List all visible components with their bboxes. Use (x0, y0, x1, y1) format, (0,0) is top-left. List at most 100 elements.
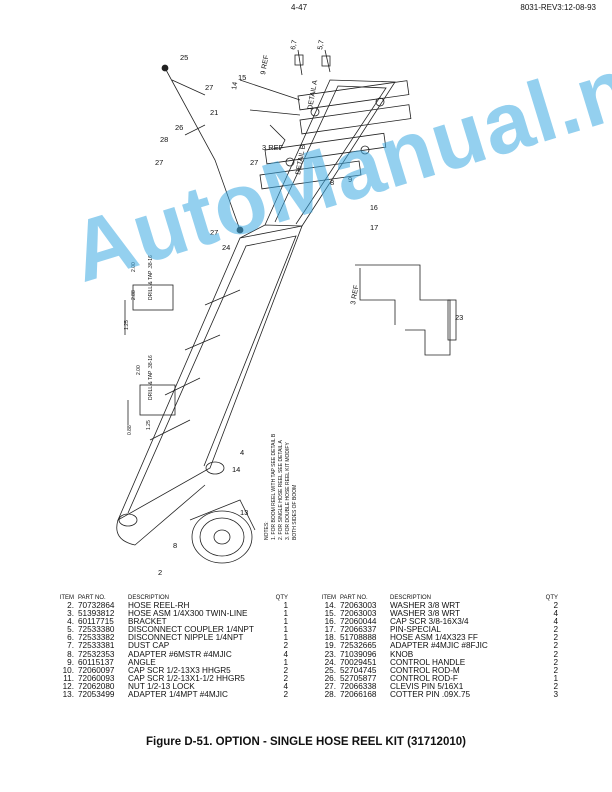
part-description: HOSE REEL-RH (128, 601, 190, 610)
part-description: CONTROL ROD-M (390, 665, 460, 675)
svg-text:1.25: 1.25 (146, 420, 152, 430)
part-number: 72066337 (340, 625, 377, 635)
hose-routing-detail (355, 264, 457, 356)
callout-28: 28 (160, 135, 168, 144)
part-number: 72533380 (78, 625, 115, 635)
callout-27: 27 (205, 83, 213, 92)
item-number: 25. (324, 665, 336, 675)
quantity: 2 (553, 681, 558, 691)
quantity: 2 (283, 665, 288, 675)
callout-15: 17 (370, 223, 378, 232)
part-description: DUST CAP (128, 641, 170, 651)
part-number: 70732864 (78, 601, 115, 610)
callout-17: 21 (210, 108, 218, 117)
parts-list-header: ITEM PART NO. DESCRIPTION QTY (59, 595, 288, 601)
drawing-notes: NOTES: 1. FOR BOOM REEL WITH TAP SEE DET… (124, 255, 298, 540)
ref-3-label: 3 REF (350, 285, 360, 306)
part-number: 60115137 (78, 657, 114, 667)
item-number: 24. (324, 657, 336, 667)
quantity: 1 (283, 609, 288, 619)
part-description: WASHER 3/8 WRT (390, 609, 461, 619)
ref-16-label: 16 (370, 205, 378, 212)
part-description: CLEVIS PIN 5/16X1 (390, 681, 464, 691)
part-description: KNOB (390, 649, 414, 659)
ref-14-label: 14 (231, 81, 239, 90)
item-number: 7. (67, 641, 74, 651)
part-number: 72066338 (340, 681, 377, 691)
item-number: 2. (67, 601, 74, 610)
part-number: 52704745 (340, 665, 377, 675)
item-number: 13. (62, 690, 74, 700)
item-number: 19. (324, 641, 336, 651)
part-number: 72533381 (78, 641, 115, 651)
quantity: 1 (283, 625, 288, 635)
bracket-details (124, 284, 176, 425)
part-description: DISCONNECT COUPLER 1/4NPT (128, 625, 254, 635)
callout-12: 14 (232, 465, 240, 474)
part-description: CAP SCR 1/2-13X1-1/2 HHGR5 (128, 673, 245, 683)
part-description: CAP SCR 3/8-16X3/4 (390, 617, 469, 627)
part-description: WASHER 3/8 WRT (390, 601, 461, 610)
part-description: CONTROL ROD-F (390, 673, 458, 683)
part-description: DISCONNECT NIPPLE 1/4NPT (128, 633, 244, 643)
part-number: 72066168 (340, 690, 377, 700)
callout-8: 8 (330, 178, 334, 187)
part-description: PIN-SPECIAL (390, 625, 441, 635)
quantity: 2 (283, 641, 288, 651)
page-number: 4-47 (291, 3, 308, 12)
part-description: ADAPTER 1/4MPT #4MJIC (128, 690, 228, 700)
quantity: 2 (553, 649, 558, 659)
svg-text:0.88: 0.88 (127, 425, 133, 435)
parts-diagram: DETAIL A DETAIL B 9 REF 3 REF 6,7 5,7 16… (116, 39, 463, 577)
callout-23: 24 (222, 243, 230, 252)
part-number: 72063003 (340, 601, 377, 610)
ref-57-label: 5,7 (317, 39, 326, 50)
item-number: 18. (324, 633, 336, 643)
quantity: 1 (283, 633, 288, 643)
quantity: 2 (553, 657, 558, 667)
svg-text:3. FOR DOUBLE HOSE REEL KIT MO: 3. FOR DOUBLE HOSE REEL KIT MODIFY (285, 442, 291, 540)
quantity: 2 (283, 673, 288, 683)
part-description: ADAPTER #4MJIC #8FJIC (390, 641, 488, 651)
svg-text:1.25: 1.25 (124, 320, 130, 330)
quantity: 1 (553, 673, 558, 683)
part-description: ANGLE (128, 657, 156, 667)
callout-10: 8 (173, 541, 177, 550)
part-description: COTTER PIN .09X.75 (390, 690, 471, 700)
item-number: 6. (67, 633, 74, 643)
quantity: 2 (553, 641, 558, 651)
quantity: 2 (553, 625, 558, 635)
svg-text:2.00: 2.00 (131, 262, 137, 272)
ref-9-label: 9 REF (260, 55, 270, 76)
part-number: 52705877 (340, 673, 377, 683)
quantity: 2 (283, 690, 288, 700)
document-reference: 8031-REV3:12-08-93 (520, 3, 596, 12)
callout-27b: 27 (250, 158, 258, 167)
quantity: 4 (553, 609, 558, 619)
part-number: 72060044 (340, 617, 377, 627)
quantity: 1 (283, 617, 288, 627)
control-rods (161, 64, 301, 234)
figure-caption: Figure D-51. OPTION - SINGLE HOSE REEL K… (146, 736, 466, 748)
callout-19: 23 (455, 313, 463, 322)
item-number: 3. (67, 609, 74, 619)
detail-a-label: DETAIL A (307, 79, 319, 110)
part-number: 72062080 (78, 681, 115, 691)
callout-3: 3 REF (262, 143, 284, 152)
svg-text:DRILL & TAP .38-16: DRILL & TAP .38-16 (148, 355, 154, 400)
part-description: ADAPTER #6MSTR #4MJIC (128, 649, 232, 659)
parts-list-left: ITEM PART NO. DESCRIPTION QTY 2. 70732864… (54, 594, 288, 699)
svg-text:2.88: 2.88 (131, 290, 137, 300)
